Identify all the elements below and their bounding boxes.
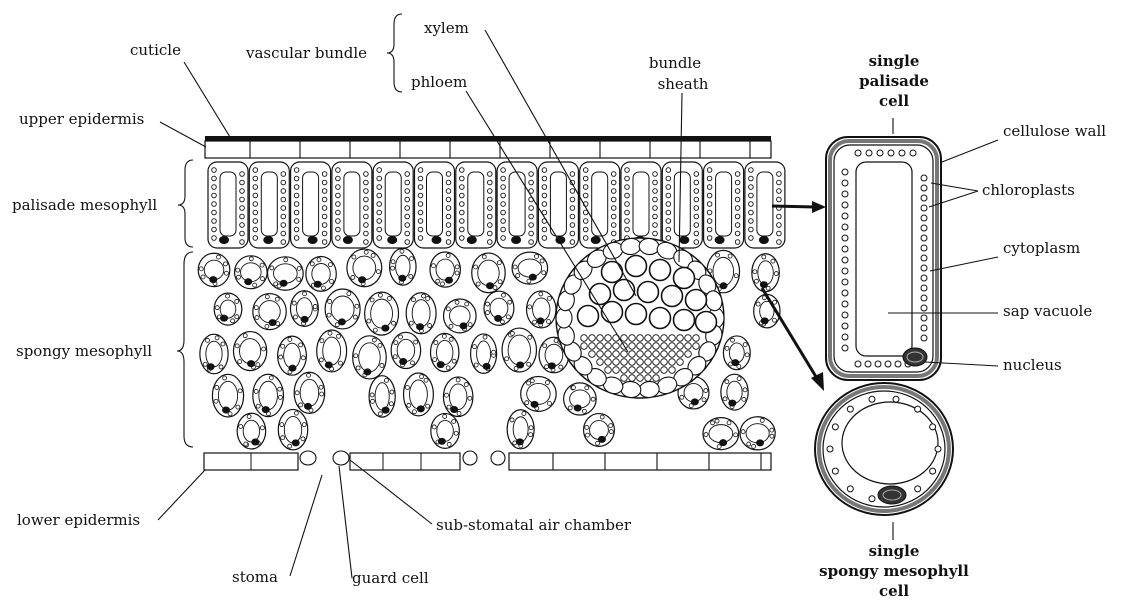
title-spongy-cell-line1: single xyxy=(869,542,920,560)
nucleus-dot xyxy=(343,236,353,244)
title-palisade-cell-line2: palisade xyxy=(859,72,929,90)
title-spongy-cell-line3: cell xyxy=(879,582,909,600)
label-upper-epidermis: upper epidermis xyxy=(19,110,144,128)
label-vascular-bundle: vascular bundle xyxy=(245,44,367,62)
label-nucleus: nucleus xyxy=(1003,356,1062,374)
single-palisade-cell xyxy=(826,137,941,380)
sap-vacuole xyxy=(856,162,912,356)
vascular-bundle-brace xyxy=(387,14,402,92)
nucleus-dot xyxy=(759,236,769,244)
label-chloroplasts: chloroplasts xyxy=(982,181,1075,199)
nucleus-dot xyxy=(219,236,229,244)
label-sub-stomatal-air-chamber: sub-stomatal air chamber xyxy=(436,516,632,534)
title-spongy-cell-line2: spongy mesophyll xyxy=(819,562,969,580)
label-sap-vacuole: sap vacuole xyxy=(1003,302,1092,320)
upper-epidermis xyxy=(205,136,771,158)
label-cellulose-wall: cellulose wall xyxy=(1003,122,1106,140)
label-lower-epidermis: lower epidermis xyxy=(17,511,140,529)
nucleus-dot xyxy=(308,236,318,244)
label-spongy-mesophyll: spongy mesophyll xyxy=(16,342,152,360)
nucleus-dot xyxy=(715,236,725,244)
title-palisade-cell-line1: single xyxy=(869,52,920,70)
nucleus-dot xyxy=(387,236,397,244)
nucleus-dot xyxy=(679,236,689,244)
label-stoma: stoma xyxy=(232,568,278,586)
title-palisade-cell-line3: cell xyxy=(879,92,909,110)
label-xylem: xylem xyxy=(424,19,469,37)
nucleus-dot xyxy=(511,236,521,244)
arrow-to-spongy-cell xyxy=(762,288,824,391)
label-cuticle: cuticle xyxy=(130,41,181,59)
label-cytoplasm: cytoplasm xyxy=(1003,239,1080,257)
label-palisade-mesophyll: palisade mesophyll xyxy=(12,196,157,214)
label-bundle-sheath-line1: bundle xyxy=(649,54,701,72)
label-guard-cell: guard cell xyxy=(352,569,429,587)
label-bundle-sheath-line2: sheath xyxy=(658,75,709,93)
nucleus-dot xyxy=(432,236,442,244)
palisade-brace xyxy=(178,160,193,247)
vascular-bundle xyxy=(556,237,724,398)
spongy-nucleus xyxy=(878,486,906,504)
lower-epidermis xyxy=(204,451,771,470)
spongy-brace xyxy=(177,252,193,447)
palisade-mesophyll-layer xyxy=(208,162,785,248)
nucleus-dot xyxy=(263,236,273,244)
label-phloem: phloem xyxy=(411,73,467,91)
nucleus-dot xyxy=(467,236,477,244)
single-spongy-cell xyxy=(815,383,953,515)
nucleus-dot xyxy=(591,236,601,244)
